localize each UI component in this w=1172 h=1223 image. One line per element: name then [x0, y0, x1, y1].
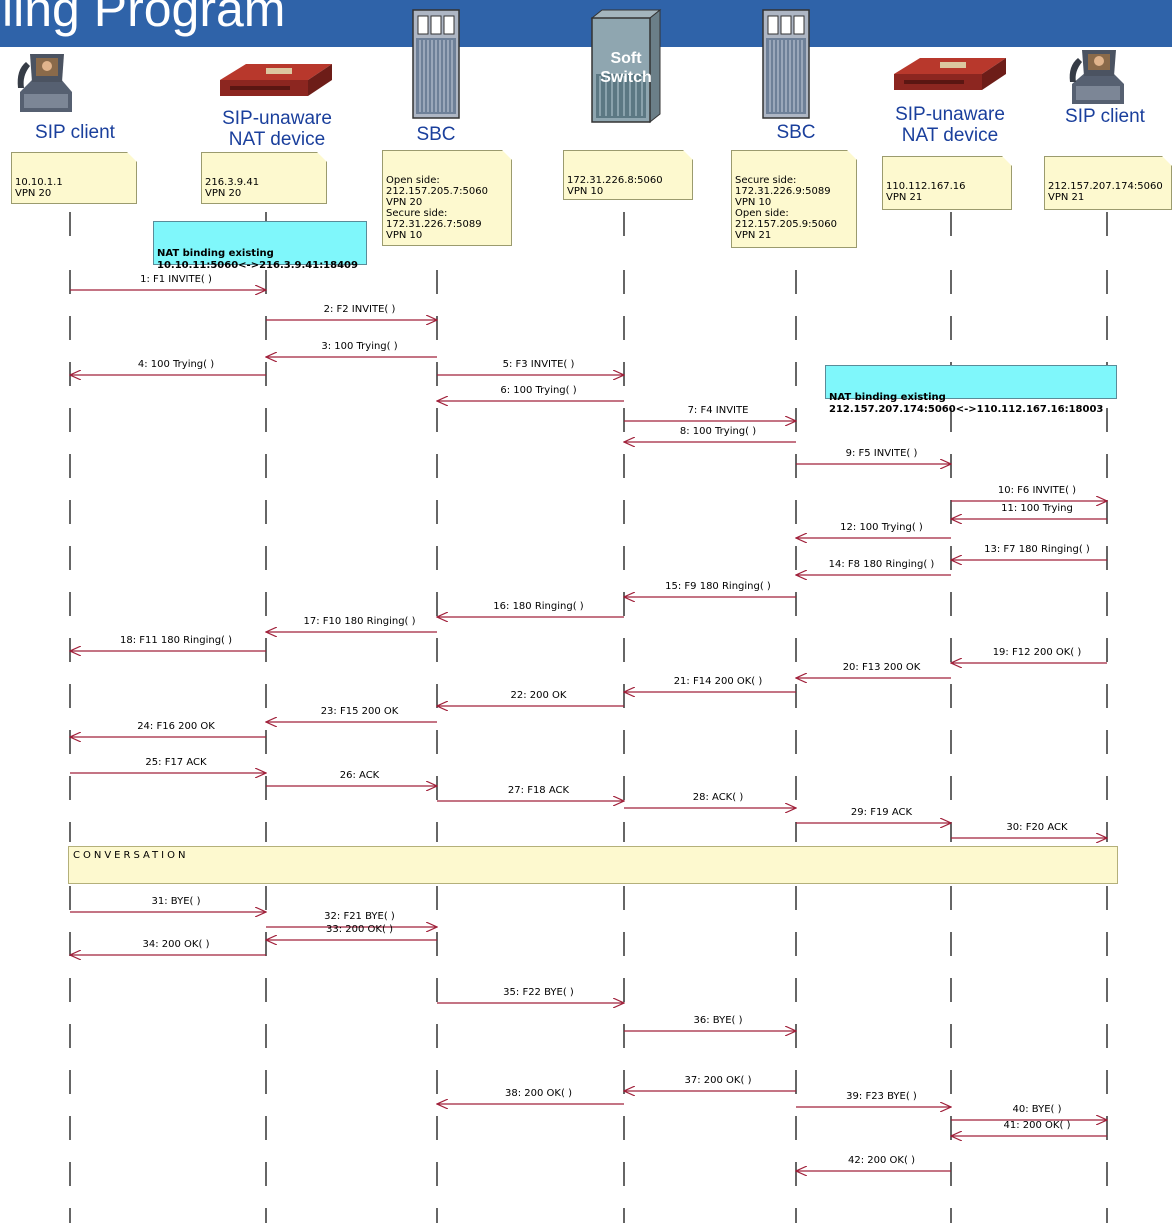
message-label-39: 39: F23 BYE( ) [846, 1091, 917, 1102]
message-label-32: 32: F21 BYE( ) [324, 911, 395, 922]
actor-label-client-a: SIP client [35, 122, 115, 143]
message-label-33: 33: 200 OK( ) [326, 924, 393, 935]
message-label-25: 25: F17 ACK [145, 757, 207, 768]
actor-label-sbc-b: SBC [776, 122, 816, 143]
message-label-27: 27: F18 ACK [508, 785, 570, 796]
message-label-23: 23: F15 200 OK [321, 706, 399, 717]
message-label-31: 31: BYE( ) [152, 896, 201, 907]
sbc-server-icon [762, 8, 812, 120]
sbc-server-icon [412, 8, 462, 120]
message-label-37: 37: 200 OK( ) [685, 1075, 752, 1086]
message-label-36: 36: BYE( ) [694, 1015, 743, 1026]
message-label-12: 12: 100 Trying( ) [840, 522, 923, 533]
message-label-35: 35: F22 BYE( ) [503, 987, 574, 998]
message-label-42: 42: 200 OK( ) [848, 1155, 915, 1166]
nat-router-icon [892, 54, 1010, 94]
message-label-18: 18: F11 180 Ringing( ) [120, 635, 232, 646]
message-label-40: 40: BYE( ) [1013, 1104, 1062, 1115]
actor-label-softswitch: Soft Switch [600, 50, 652, 86]
message-label-29: 29: F19 ACK [851, 807, 913, 818]
title-banner: ling Program [0, 0, 1172, 47]
message-label-28: 28: ACK( ) [693, 792, 744, 803]
actor-label-client-b: SIP client [1065, 106, 1145, 127]
actor-label-sbc-a: SBC [416, 124, 456, 145]
actor-label-nat-a: SIP-unaware NAT device [222, 108, 332, 150]
page-title: ling Program [2, 0, 286, 37]
message-label-14: 14: F8 180 Ringing( ) [829, 559, 935, 570]
message-label-1: 1: F1 INVITE( ) [140, 274, 212, 285]
message-label-8: 8: 100 Trying( ) [680, 426, 756, 437]
message-label-9: 9: F5 INVITE( ) [846, 448, 918, 459]
message-label-24: 24: F16 200 OK [137, 721, 215, 732]
actor-label-nat-b: SIP-unaware NAT device [895, 104, 1005, 146]
message-label-34: 34: 200 OK( ) [143, 939, 210, 950]
message-label-3: 3: 100 Trying( ) [321, 341, 397, 352]
message-label-21: 21: F14 200 OK( ) [674, 676, 763, 687]
message-label-30: 30: F20 ACK [1006, 822, 1068, 833]
message-label-38: 38: 200 OK( ) [505, 1088, 572, 1099]
message-label-22: 22: 200 OK [511, 690, 567, 701]
nat-router-icon [218, 60, 336, 100]
message-label-17: 17: F10 180 Ringing( ) [303, 616, 415, 627]
message-label-4: 4: 100 Trying( ) [138, 359, 214, 370]
message-label-6: 6: 100 Trying( ) [500, 385, 576, 396]
message-label-7: 7: F4 INVITE [688, 405, 749, 416]
conversation-label: CONVERSATION [73, 850, 189, 861]
message-label-15: 15: F9 180 Ringing( ) [665, 581, 771, 592]
message-label-26: 26: ACK [340, 770, 380, 781]
message-label-13: 13: F7 180 Ringing( ) [984, 544, 1090, 555]
message-label-5: 5: F3 INVITE( ) [503, 359, 575, 370]
sip-phone-icon [14, 48, 76, 120]
message-label-10: 10: F6 INVITE( ) [998, 485, 1076, 496]
message-label-11: 11: 100 Trying [1001, 503, 1073, 514]
message-label-41: 41: 200 OK( ) [1004, 1120, 1071, 1131]
softswitch-server-icon [590, 8, 662, 126]
message-label-2: 2: F2 INVITE( ) [324, 304, 396, 315]
message-label-16: 16: 180 Ringing( ) [493, 601, 583, 612]
message-label-20: 20: F13 200 OK [843, 662, 921, 673]
sip-phone-icon [1066, 48, 1128, 108]
conversation-note: CONVERSATION [68, 846, 1118, 884]
message-label-19: 19: F12 200 OK( ) [993, 647, 1082, 658]
